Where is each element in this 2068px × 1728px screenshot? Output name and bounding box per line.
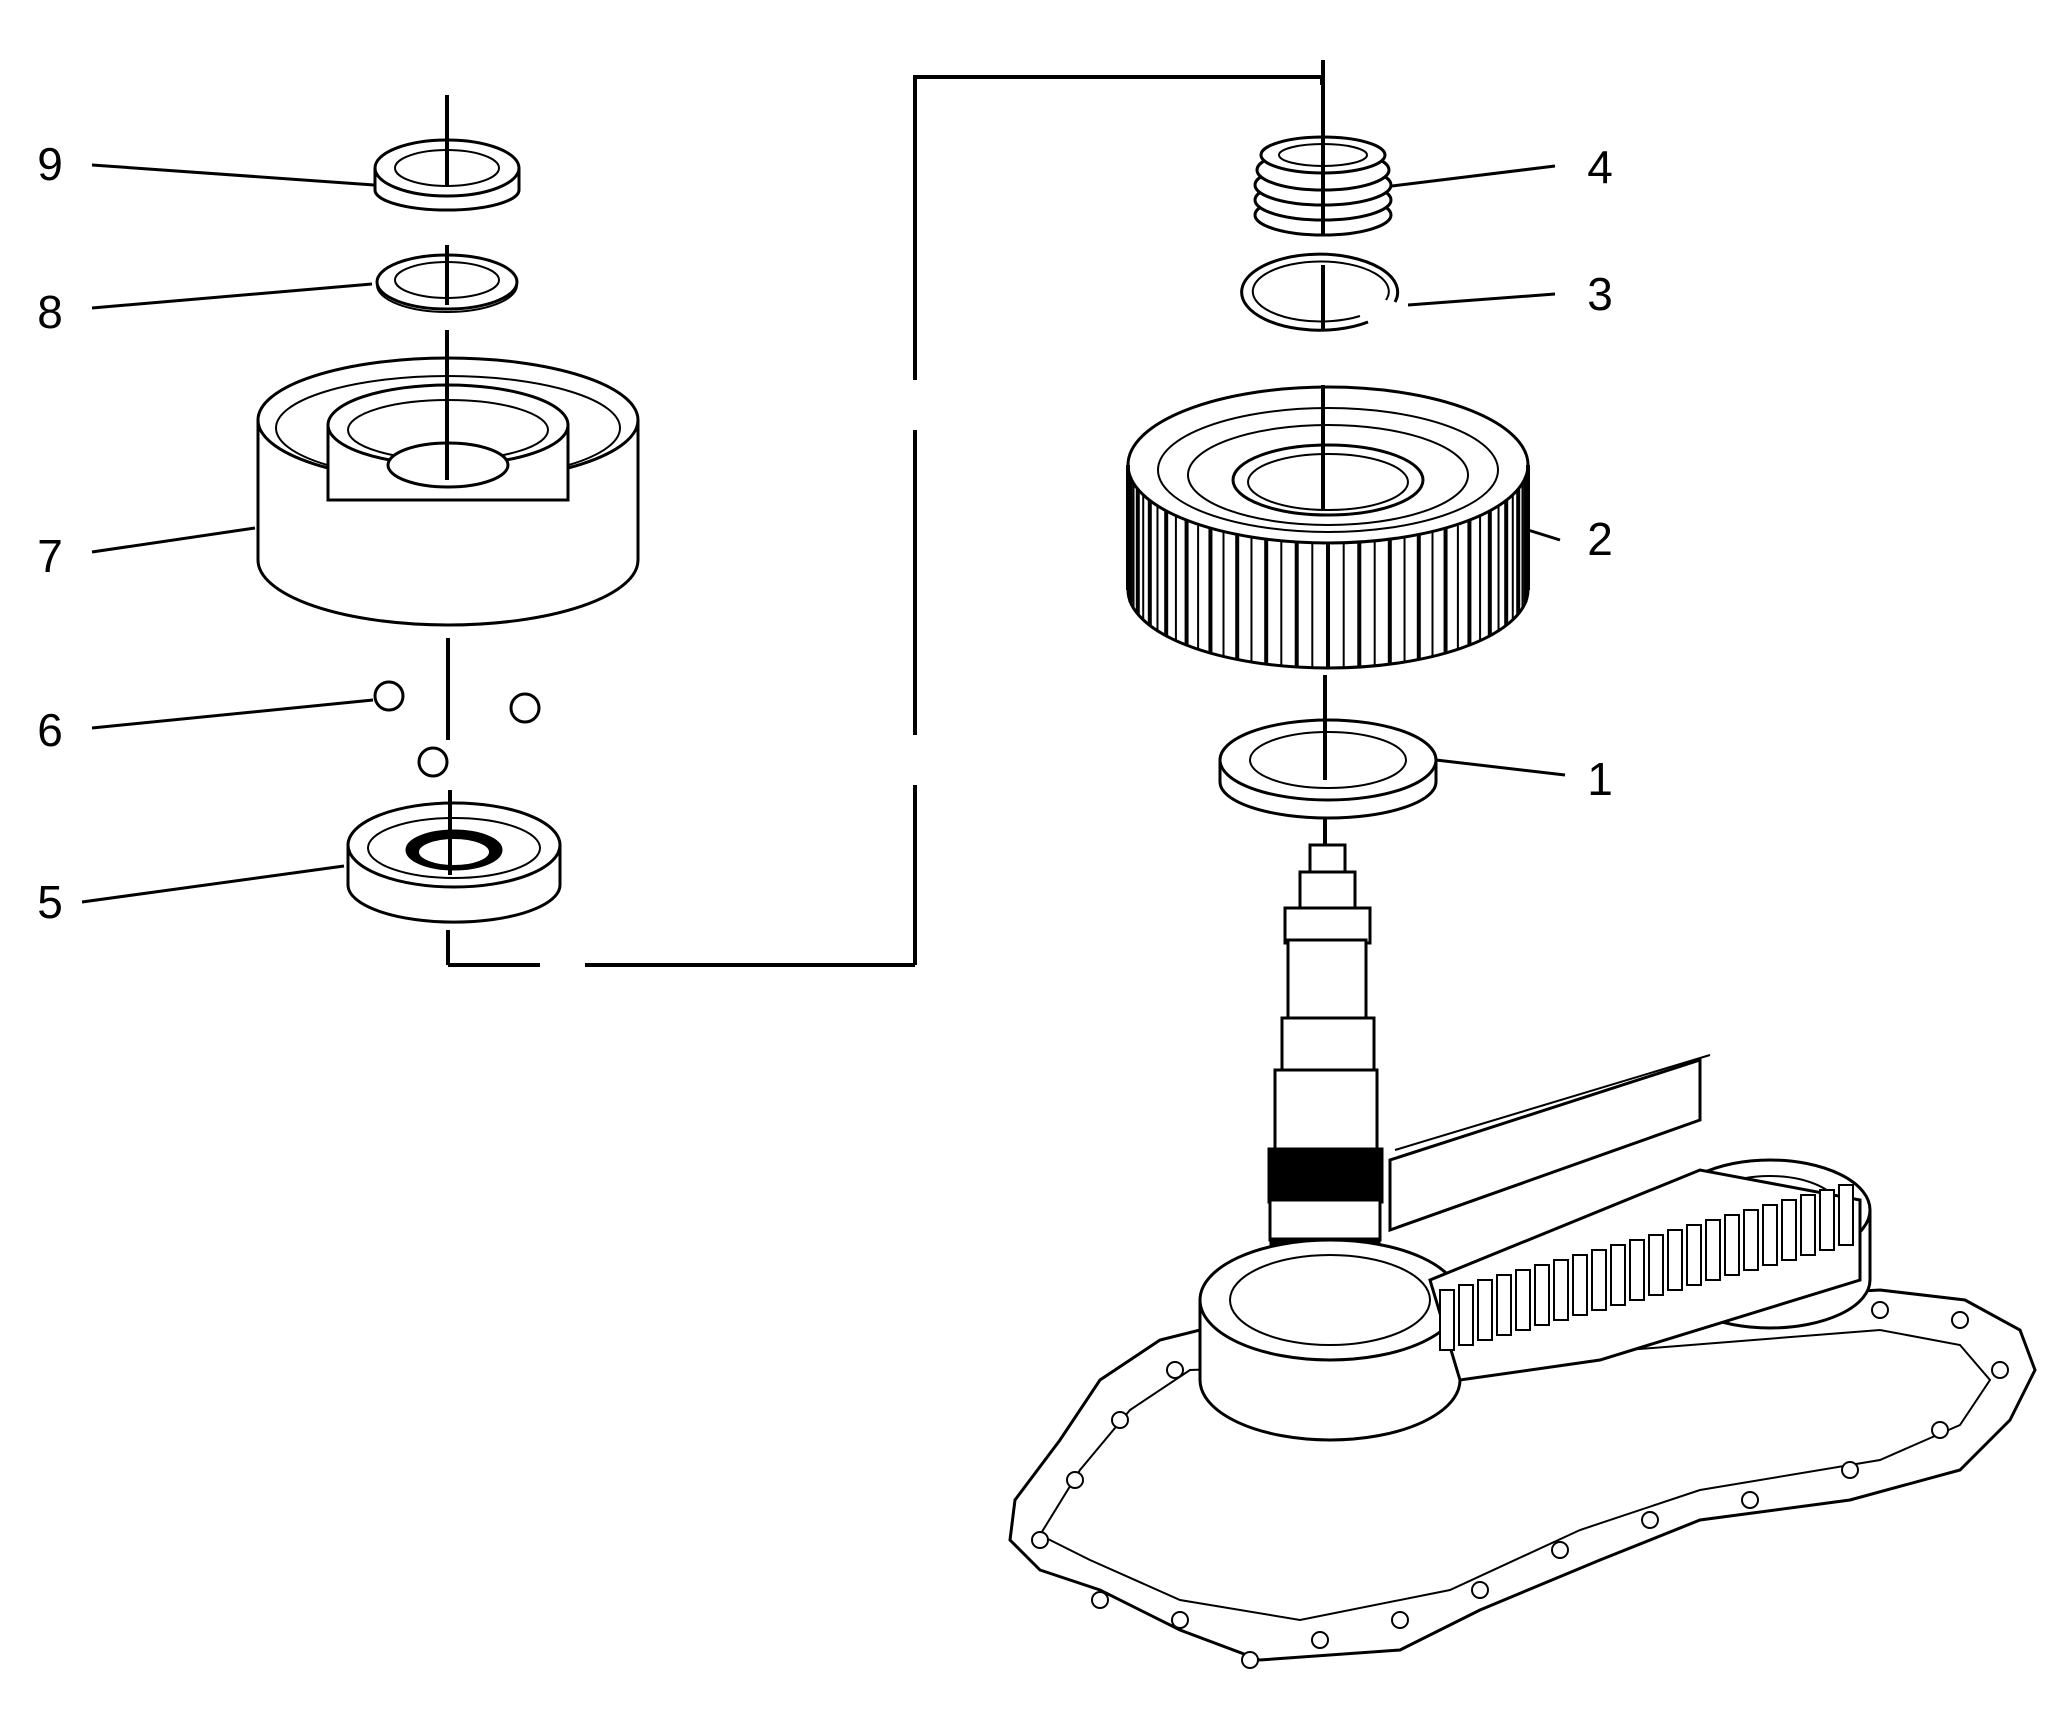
bolt-hole: [1111, 1411, 1129, 1429]
right-stack-axis: [1321, 60, 1327, 850]
part-3-snap-ring: [1240, 252, 1400, 332]
chain-link: [1819, 1189, 1835, 1251]
chain-link: [1800, 1194, 1816, 1256]
bolt-hole: [1551, 1541, 1569, 1559]
drive-chain-assembly: [1198, 1054, 1872, 1442]
bolt-hole: [1471, 1581, 1489, 1599]
chain-link: [1781, 1199, 1797, 1261]
bolt-hole: [1931, 1421, 1949, 1439]
part-5-hub-bearing: [346, 801, 562, 924]
callout-number-5: 5: [37, 876, 63, 928]
bolt-hole: [1066, 1471, 1084, 1489]
output-shaft: [1267, 843, 1384, 1319]
callout-7: 7: [37, 526, 256, 582]
chain-link: [1458, 1284, 1474, 1346]
callout-number-1: 1: [1587, 753, 1613, 805]
chain-link: [1515, 1269, 1531, 1331]
callout-number-7: 7: [37, 530, 63, 582]
bolt-hole: [1741, 1491, 1759, 1509]
callout-3: 3: [1407, 268, 1613, 320]
chain-link: [1610, 1244, 1626, 1306]
bolt-hole: [1091, 1591, 1109, 1609]
chain-link: [1496, 1274, 1512, 1336]
bolt-hole: [1166, 1361, 1184, 1379]
bolt-hole: [1841, 1461, 1859, 1479]
chain-link: [1648, 1234, 1664, 1296]
chain-link: [1686, 1224, 1702, 1286]
chain-link: [1743, 1209, 1759, 1271]
part-1-thrust-washer: [1218, 718, 1438, 820]
callout-number-2: 2: [1587, 513, 1613, 565]
clutch-pack-ribs: [1126, 465, 1530, 668]
bolt-hole: [1391, 1611, 1409, 1629]
chain-link: [1724, 1214, 1740, 1276]
part-2-clutch-pack: [1126, 385, 1530, 670]
chain-link: [1629, 1239, 1645, 1301]
bolt-hole: [1241, 1651, 1259, 1669]
bolt-hole: [1171, 1611, 1189, 1629]
chain-link: [1705, 1219, 1721, 1281]
left-stack-axis: [445, 95, 452, 875]
chain-link: [1477, 1279, 1493, 1341]
callout-8: 8: [37, 282, 373, 338]
chain-link: [1534, 1264, 1550, 1326]
part-6-check-balls: [373, 680, 541, 778]
chain-link: [1572, 1254, 1588, 1316]
chain-link: [1762, 1204, 1778, 1266]
callout-number-4: 4: [1587, 141, 1613, 193]
bolt-hole: [1311, 1631, 1329, 1649]
callout-number-6: 6: [37, 704, 63, 756]
callout-6: 6: [37, 698, 374, 756]
bolt-hole: [1991, 1361, 2009, 1379]
bolt-hole: [1031, 1531, 1049, 1549]
drive-chain-links: [1439, 1184, 1854, 1351]
callout-number-9: 9: [37, 138, 63, 190]
callout-number-8: 8: [37, 286, 63, 338]
callout-5: 5: [37, 864, 345, 928]
housing-bolt-holes: [1031, 1301, 2009, 1669]
callout-1: 1: [1435, 753, 1613, 805]
bolt-hole: [1641, 1511, 1659, 1529]
chain-link: [1553, 1259, 1569, 1321]
chain-link: [1439, 1289, 1455, 1351]
callout-9: 9: [37, 138, 375, 190]
bolt-hole: [1871, 1301, 1889, 1319]
callout-4: 4: [1391, 141, 1613, 193]
chain-link: [1838, 1184, 1854, 1246]
chain-link: [1591, 1249, 1607, 1311]
callout-2: 2: [1527, 513, 1613, 565]
bolt-hole: [1951, 1311, 1969, 1329]
chain-link: [1667, 1229, 1683, 1291]
callout-number-3: 3: [1587, 268, 1613, 320]
